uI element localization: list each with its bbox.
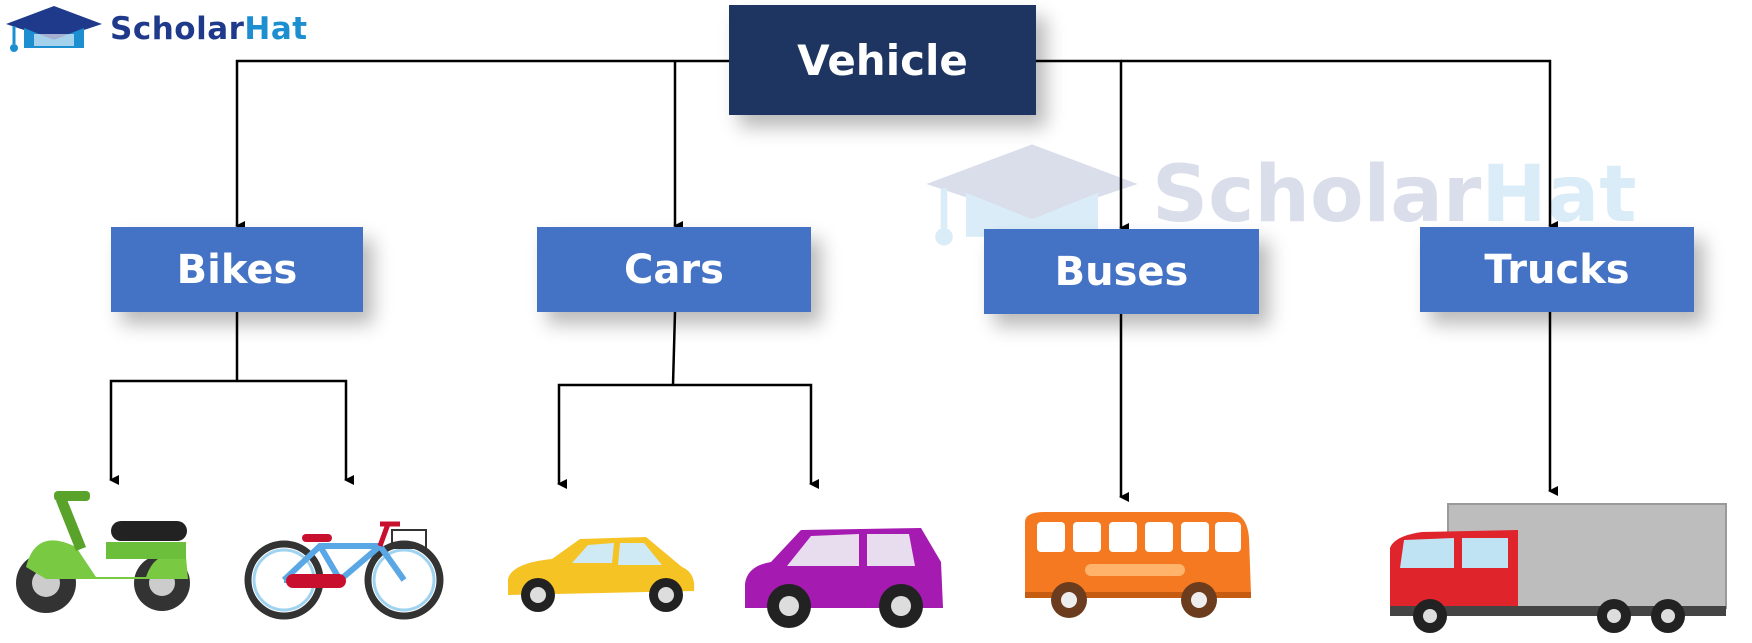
truck-icon	[1390, 503, 1727, 633]
vehicle-node: Vehicle	[729, 5, 1036, 115]
watermark-part1: Scholar	[1152, 150, 1482, 240]
edge-cars-suv	[673, 383, 819, 489]
watermark-part2: Hat	[1481, 150, 1637, 240]
edge-bikes-bicycle	[237, 379, 354, 485]
edge-vehicle-buses	[1036, 59, 1129, 233]
edge-cars-hatchback	[557, 383, 673, 489]
brand-name-part2: Hat	[244, 11, 308, 47]
watermark: ScholarHat	[922, 140, 1637, 250]
edge-vehicle-trucks	[1121, 59, 1558, 231]
buses-node: Buses	[984, 229, 1259, 314]
cars-node: Cars	[537, 227, 811, 312]
hatchback-car-icon	[508, 537, 695, 612]
bicycle-icon	[244, 521, 444, 620]
graduation-cap-icon	[6, 6, 102, 52]
suv-icon	[745, 528, 943, 628]
bikes-node: Bikes	[111, 227, 363, 312]
scholarhat-logo: ScholarHat	[4, 4, 308, 54]
brand-name-part1: Scholar	[110, 11, 245, 47]
scooter-icon	[16, 491, 190, 613]
watermark-cap-icon	[926, 144, 1138, 246]
bus-icon	[1025, 512, 1251, 618]
edge-bikes-scooter	[109, 379, 237, 485]
trucks-node: Trucks	[1420, 227, 1694, 312]
edge-vehicle-bikes	[235, 59, 729, 231]
edge-cars-trunk	[671, 311, 677, 386]
